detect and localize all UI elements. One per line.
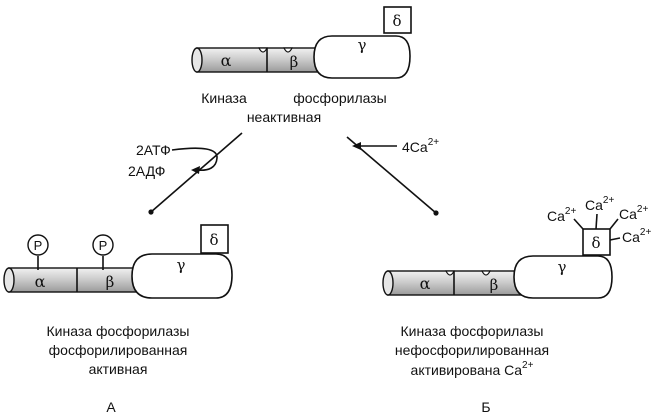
binding-notch <box>481 270 491 276</box>
top-caption-state: неактивная <box>247 109 321 125</box>
phosphorylated-kinase: δ P P α β γ Киназа фосфорилазы фосфорили… <box>3 224 233 415</box>
gamma-label: γ <box>177 256 186 274</box>
phosphate-badge <box>27 234 49 256</box>
gamma-subunit <box>513 255 613 299</box>
phosphate-group-alpha: P <box>27 234 49 270</box>
alpha-label: α <box>35 272 46 291</box>
gamma-label: γ <box>358 36 367 54</box>
delta-label: δ <box>591 234 600 252</box>
delta-label: δ <box>392 12 401 30</box>
delta-subunit-box <box>582 228 611 256</box>
rod-end-cap <box>3 267 15 293</box>
top-caption-phosphorylase: фосфорилазы <box>293 90 387 106</box>
left-caption-line3: активная <box>89 361 148 377</box>
calcium-ion-label: Ca2+ <box>547 206 576 224</box>
calcium-ion-label: Ca2+ <box>585 195 614 213</box>
top-caption-kinase: Киназа <box>201 90 247 106</box>
delta-label: δ <box>209 231 218 249</box>
alpha-beta-rod <box>387 270 523 296</box>
delta-subunit-box <box>383 6 412 34</box>
arrow-head <box>148 209 154 215</box>
beta-label: β <box>106 273 115 291</box>
arrow-head <box>433 210 439 216</box>
atp-label: 2АТФ <box>136 142 171 158</box>
gamma-label: γ <box>558 258 567 276</box>
rod-end-cap <box>191 47 203 73</box>
cofactor-curve <box>171 147 218 172</box>
arrow-head <box>191 166 200 174</box>
calcium-activated-kinase: δ α β γ Ca2+ Ca2+ Ca2+ Ca2+ Киназа фосфо… <box>382 195 651 415</box>
calcium-label: 4Ca2+ <box>402 137 439 155</box>
binding-notch <box>258 47 268 53</box>
right-caption-line3: активирована Ca2+ <box>411 360 534 378</box>
beta-label: β <box>290 53 299 71</box>
right-reaction-arrow: 4Ca2+ <box>346 136 439 216</box>
phosphate-label: P <box>99 238 108 253</box>
left-caption-line2: фосфорилированная <box>49 342 188 358</box>
inactive-kinase: δ α β γ Киназа фосфорилазы неактивная <box>191 6 412 125</box>
phosphate-group-beta: P <box>92 234 114 270</box>
binding-notch <box>445 270 455 276</box>
calcium-ion-label: Ca2+ <box>622 227 651 245</box>
alpha-label: α <box>221 51 232 70</box>
phosphate-label: P <box>34 238 43 253</box>
left-reaction-arrow: 2АТФ 2АДФ <box>128 132 243 215</box>
alpha-beta-rod <box>196 47 326 73</box>
panel-letter-a: А <box>106 399 116 415</box>
right-caption-line2: нефосфорилированная <box>395 342 549 358</box>
alpha-label: α <box>420 274 431 293</box>
beta-label: β <box>490 276 499 294</box>
binding-notch <box>283 47 293 53</box>
adp-label: 2АДФ <box>128 163 165 179</box>
gamma-subunit <box>313 35 411 79</box>
rod-end-cap <box>382 270 394 296</box>
phosphate-badge <box>92 234 114 256</box>
right-caption-line1: Киназа фосфорилазы <box>401 323 544 339</box>
alpha-beta-rod <box>8 267 144 293</box>
gamma-subunit <box>131 253 233 299</box>
calcium-ion-label: Ca2+ <box>619 204 648 222</box>
arrow-head <box>352 142 361 150</box>
left-caption-line1: Киназа фосфорилазы <box>47 323 190 339</box>
panel-letter-b: Б <box>481 399 490 415</box>
delta-subunit-box <box>200 224 229 254</box>
